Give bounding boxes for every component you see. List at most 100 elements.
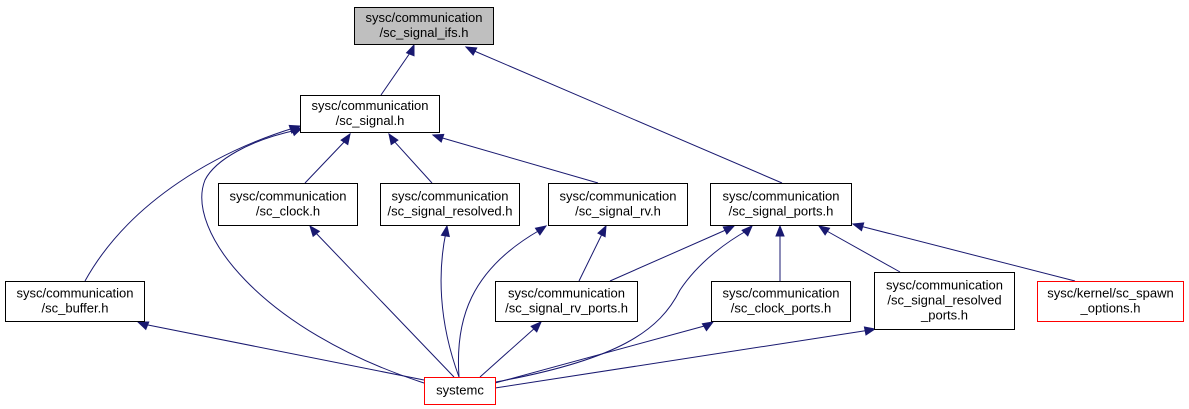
edge-arrowhead xyxy=(851,222,865,232)
node-box xyxy=(1037,281,1184,322)
node-box xyxy=(874,272,1015,330)
edge-arrowhead xyxy=(741,225,753,237)
node-label-line: /sc_signal_resolved xyxy=(887,293,1001,308)
node-label-line: /sc_signal_rv.h xyxy=(575,204,661,219)
edge-arrowhead xyxy=(530,321,542,333)
edge-line xyxy=(201,127,425,384)
node-sc-signal-h[interactable]: sysc/communication/sc_signal.h xyxy=(300,95,440,133)
edge-arrowhead xyxy=(309,224,321,238)
edge-sc-signal-to-sc-signal-ifs xyxy=(380,43,415,96)
node-label-line: sysc/communication xyxy=(508,286,625,301)
edges-layer xyxy=(84,43,1076,389)
node-box xyxy=(300,95,440,133)
edge-arrowhead xyxy=(431,133,445,143)
edge-arrowhead xyxy=(340,132,351,146)
edge-systemc-to-sc-signal-rv xyxy=(457,225,548,378)
node-label-line: sysc/communication xyxy=(722,189,839,204)
node-box xyxy=(710,183,852,226)
node-label-line: /sc_signal_resolved.h xyxy=(387,204,512,219)
edge-line xyxy=(137,321,425,381)
node-label-line: sysc/communication xyxy=(559,189,676,204)
edge-arrowhead xyxy=(464,46,478,56)
edge-sc-clock-ports-to-sc-signal-ports xyxy=(775,224,785,281)
node-sc-spawn-options-h[interactable]: sysc/kernel/sc_spawn_options.h xyxy=(1037,281,1184,322)
edge-line xyxy=(489,225,753,384)
edge-arrowhead xyxy=(388,132,399,146)
node-label-line: _ports.h xyxy=(920,308,968,323)
node-label-line: /sc_signal_rv_ports.h xyxy=(505,301,628,316)
node-sc-signal-ports-h[interactable]: sysc/communication/sc_signal_ports.h xyxy=(710,183,852,226)
edge-systemc-to-sc-clock xyxy=(309,224,455,378)
node-label-line: systemc xyxy=(436,383,484,398)
node-box xyxy=(424,377,496,405)
node-label-line: sysc/kernel/sc_spawn xyxy=(1047,286,1173,301)
node-label-line: sysc/communication xyxy=(229,189,346,204)
edge-arrowhead xyxy=(597,224,607,238)
edge-arrowhead xyxy=(722,225,736,235)
node-label-line: /sc_signal.h xyxy=(336,113,405,128)
node-label-line: /sc_clock_ports.h xyxy=(731,301,831,316)
node-sc-signal-rv-ports-h[interactable]: sysc/communication/sc_signal_rv_ports.h xyxy=(495,281,638,322)
node-sc-buffer-h[interactable]: sysc/communication/sc_buffer.h xyxy=(5,281,145,322)
edge-systemc-to-sc-signal xyxy=(201,127,425,384)
node-box xyxy=(354,7,494,45)
node-sc-signal-resolved-ports-h[interactable]: sysc/communication/sc_signal_resolved_po… xyxy=(874,272,1015,330)
node-label-line: sysc/communication xyxy=(365,10,482,25)
edge-systemc-to-sc-signal-rv-ports xyxy=(479,321,542,378)
edge-sc-signal-rv-ports-to-sc-signal-ports xyxy=(609,225,736,282)
node-label-line: sysc/communication xyxy=(16,286,133,301)
node-box xyxy=(5,281,145,322)
node-sc-signal-ifs-h: sysc/communication/sc_signal_ifs.h xyxy=(354,7,494,45)
node-label-line: _options.h xyxy=(1080,301,1141,316)
node-sc-clock-h[interactable]: sysc/communication/sc_clock.h xyxy=(218,183,358,226)
node-sc-signal-resolved-h[interactable]: sysc/communication/sc_signal_resolved.h xyxy=(380,183,520,226)
edge-systemc-to-sc-signal-resolved xyxy=(440,224,460,378)
edge-arrowhead xyxy=(534,225,548,236)
edge-sc-clock-to-sc-signal xyxy=(304,132,351,184)
node-box xyxy=(218,183,358,226)
edge-line xyxy=(494,321,714,384)
edge-line xyxy=(457,225,547,378)
edge-line xyxy=(494,328,876,389)
edge-line xyxy=(432,134,599,184)
edge-sc-signal-rv-ports-to-sc-signal-rv xyxy=(578,224,607,282)
edge-systemc-to-sc-clock-ports xyxy=(494,321,715,384)
edge-sc-signal-resolved-to-sc-signal xyxy=(388,132,433,184)
edge-systemc-to-sc-buffer xyxy=(136,321,425,381)
edge-arrowhead xyxy=(775,224,785,237)
node-label-line: sysc/communication xyxy=(886,278,1003,293)
edge-line xyxy=(309,225,455,378)
edge-sc-spawn-options-to-sc-signal-ports xyxy=(851,222,1076,282)
node-box xyxy=(380,183,520,226)
node-label-line: sysc/communication xyxy=(722,286,839,301)
node-box xyxy=(495,281,638,322)
edge-arrowhead xyxy=(290,127,304,137)
node-sc-signal-rv-h[interactable]: sysc/communication/sc_signal_rv.h xyxy=(548,183,688,226)
node-label-line: /sc_clock.h xyxy=(256,204,320,219)
edge-arrowhead xyxy=(817,225,831,236)
edge-sc-signal-ports-to-sc-signal-ifs xyxy=(464,46,783,184)
node-sc-clock-ports-h[interactable]: sysc/communication/sc_clock_ports.h xyxy=(711,281,851,322)
node-systemc[interactable]: systemc xyxy=(424,377,496,405)
edge-systemc-to-sc-signal-resolved-ports xyxy=(494,326,877,389)
node-label-line: /sc_signal_ifs.h xyxy=(380,25,469,40)
edge-arrowhead xyxy=(701,321,715,332)
edge-sc-signal-rv-to-sc-signal xyxy=(431,133,599,184)
node-label-line: /sc_signal_ports.h xyxy=(729,204,834,219)
nodes-layer: sysc/communication/sc_signal_ifs.hsysc/c… xyxy=(5,7,1184,405)
edge-arrowhead xyxy=(405,43,415,57)
node-label-line: /sc_buffer.h xyxy=(42,301,109,316)
edge-line xyxy=(84,125,301,282)
edge-line xyxy=(440,225,460,378)
node-box xyxy=(548,183,688,226)
node-label-line: sysc/communication xyxy=(391,189,508,204)
edge-systemc-to-sc-signal-ports xyxy=(489,225,753,384)
edge-line xyxy=(609,225,735,282)
node-label-line: sysc/communication xyxy=(311,98,428,113)
edge-line xyxy=(479,321,542,378)
edge-line xyxy=(465,46,783,184)
edge-arrowhead xyxy=(863,326,877,336)
edge-arrowhead xyxy=(136,321,150,331)
edge-sc-signal-resolved-ports-to-sc-signal-ports xyxy=(817,225,901,273)
